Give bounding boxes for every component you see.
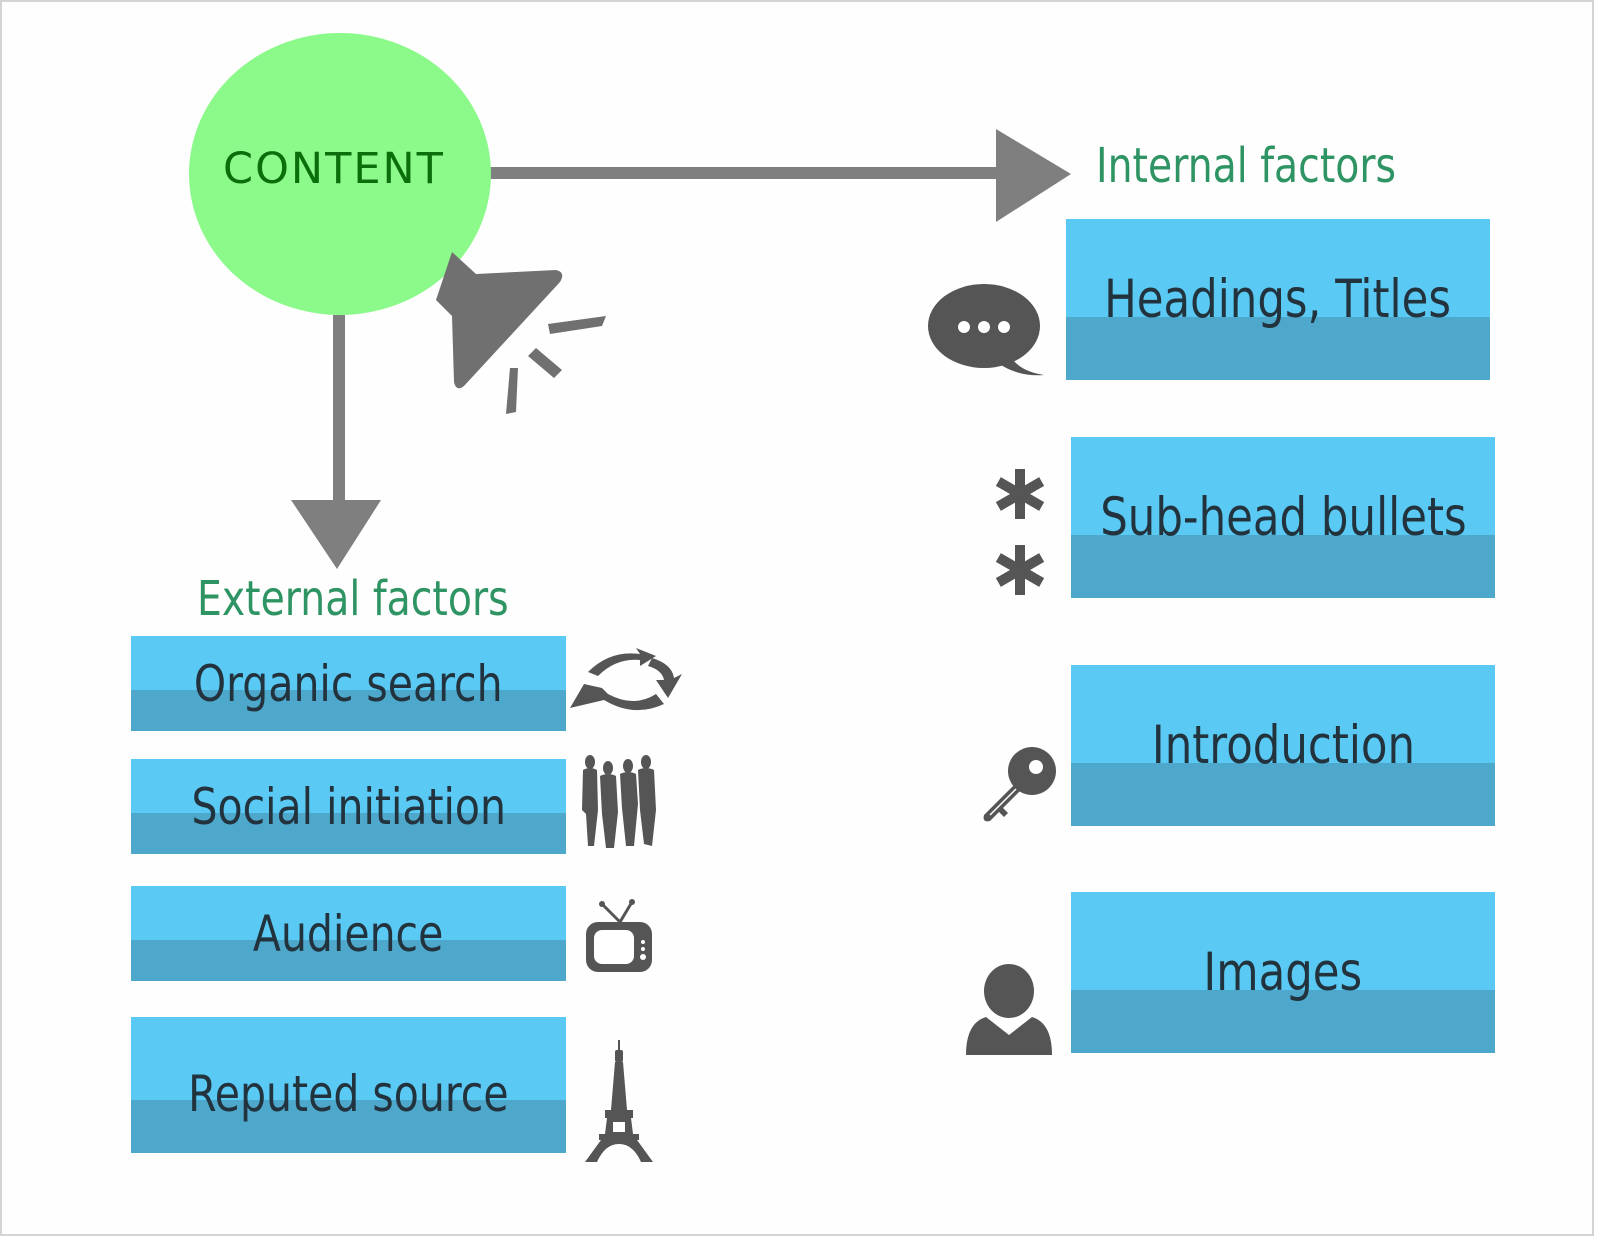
internal-item-images: Images [1071, 892, 1495, 1053]
external-item-organic-search: Organic search [131, 636, 566, 731]
internal-factors-title: Internal factors [1096, 138, 1397, 194]
internal-item-subhead: Sub-head bullets [1071, 437, 1495, 598]
external-item-audience: Audience [131, 886, 566, 981]
internal-item-label: Sub-head bullets [1099, 487, 1467, 548]
speech-bubble-icon [928, 284, 1044, 376]
internal-item-introduction: Introduction [1071, 665, 1495, 826]
external-item-reputed-source: Reputed source [131, 1017, 566, 1153]
internal-item-label: Images [1203, 942, 1363, 1003]
arrow-to-internal [490, 129, 1071, 222]
external-item-social-initiation: Social initiation [131, 759, 566, 854]
people-group-icon [582, 755, 656, 848]
external-item-label: Organic search [194, 654, 503, 713]
megaphone-icon [436, 252, 606, 414]
arrow-to-external [291, 315, 381, 569]
external-item-label: Reputed source [188, 1065, 509, 1123]
content-hub: CONTENT [189, 33, 491, 315]
internal-item-label: Introduction [1151, 715, 1415, 776]
tv-icon [586, 899, 652, 972]
external-item-label: Audience [253, 904, 444, 963]
external-factors-title: External factors [197, 571, 509, 627]
content-hub-label: CONTENT [223, 144, 445, 194]
cycle-arrows-icon [570, 648, 682, 711]
key-icon [983, 747, 1056, 822]
external-item-label: Social initiation [191, 777, 506, 836]
eiffel-tower-icon [585, 1040, 653, 1162]
internal-item-headings: Headings, Titles [1066, 219, 1490, 380]
asterisk-icon [995, 469, 1045, 595]
person-icon [966, 964, 1052, 1055]
internal-item-label: Headings, Titles [1104, 269, 1452, 330]
